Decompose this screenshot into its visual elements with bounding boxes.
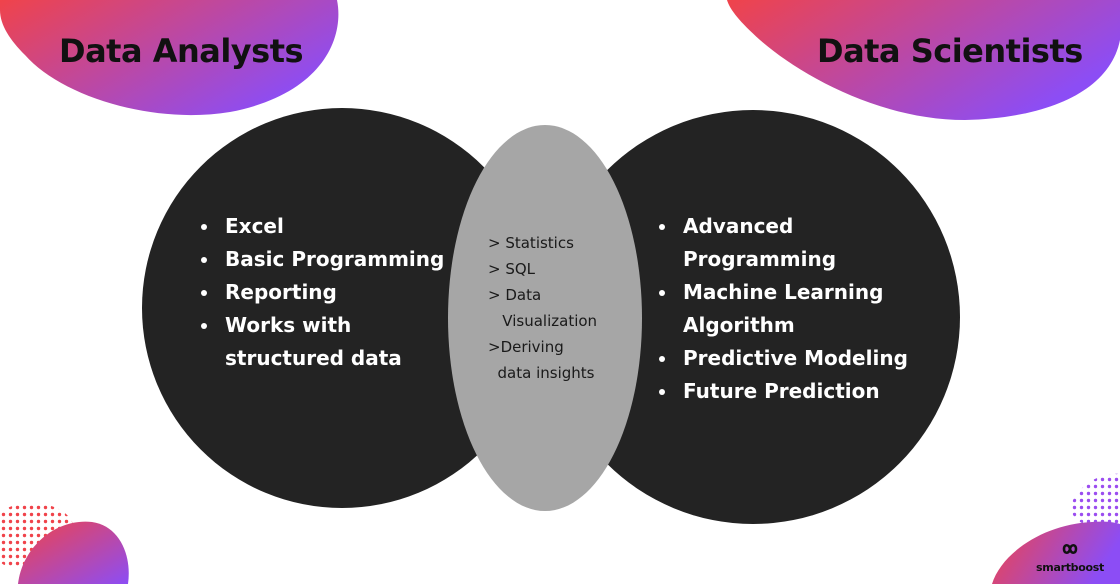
- overlap-item-text: Visualization: [488, 312, 598, 330]
- overlap-item-text: > Statistics: [488, 234, 574, 252]
- left-item-text: Excel: [225, 214, 284, 238]
- overlap-item: > SQL: [488, 256, 628, 282]
- left-item: Basic Programming: [201, 243, 451, 276]
- venn-circle-scientists: [546, 110, 960, 524]
- brand-name: smartboost: [1036, 561, 1104, 574]
- infinity-loop-icon: [1062, 543, 1078, 555]
- overlap-item-text: > Data: [488, 286, 542, 304]
- overlap-item: > Statistics: [488, 230, 628, 256]
- shared-skill-list: > Statistics> SQL> Data Visualization>De…: [488, 230, 628, 386]
- left-item: Excel: [201, 210, 451, 243]
- left-item-text: Basic Programming: [225, 247, 445, 271]
- decor-blob-top-right: [727, 0, 1120, 120]
- right-item-text: Algorithm: [683, 313, 795, 337]
- brand-logo: smartboost: [1028, 542, 1112, 574]
- right-item-text: Predictive Modeling: [683, 346, 908, 370]
- overlap-item-text: >Deriving: [488, 338, 564, 356]
- overlap-item-text: > SQL: [488, 260, 536, 278]
- overlap-item: >Deriving data insights: [488, 334, 628, 386]
- left-item-text: structured data: [225, 346, 402, 370]
- decor-blob-bottom-left: [18, 521, 129, 584]
- decor-dots-bottom-right: [1070, 473, 1120, 530]
- left-item: Reporting: [201, 276, 451, 309]
- right-item: Predictive Modeling: [659, 342, 919, 375]
- heading-data-scientists: Data Scientists: [817, 32, 1083, 70]
- left-item-text: Reporting: [225, 280, 337, 304]
- decor-blob-top-left: [0, 0, 339, 116]
- heading-data-analysts: Data Analysts: [59, 32, 304, 70]
- venn-overlap: [448, 125, 642, 511]
- right-item-text: Advanced: [683, 214, 794, 238]
- decor-blob-bottom-right: [992, 521, 1120, 584]
- right-item-text: Machine Learning: [683, 280, 884, 304]
- overlap-item-text: data insights: [488, 364, 595, 382]
- left-item-text: Works with: [225, 313, 352, 337]
- right-item-text: Future Prediction: [683, 379, 880, 403]
- right-item-text: Programming: [683, 247, 837, 271]
- overlap-item: > Data Visualization: [488, 282, 628, 334]
- venn-circle-analysts: [142, 108, 542, 508]
- left-item: Works with structured data: [201, 309, 451, 375]
- right-item: Future Prediction: [659, 375, 919, 408]
